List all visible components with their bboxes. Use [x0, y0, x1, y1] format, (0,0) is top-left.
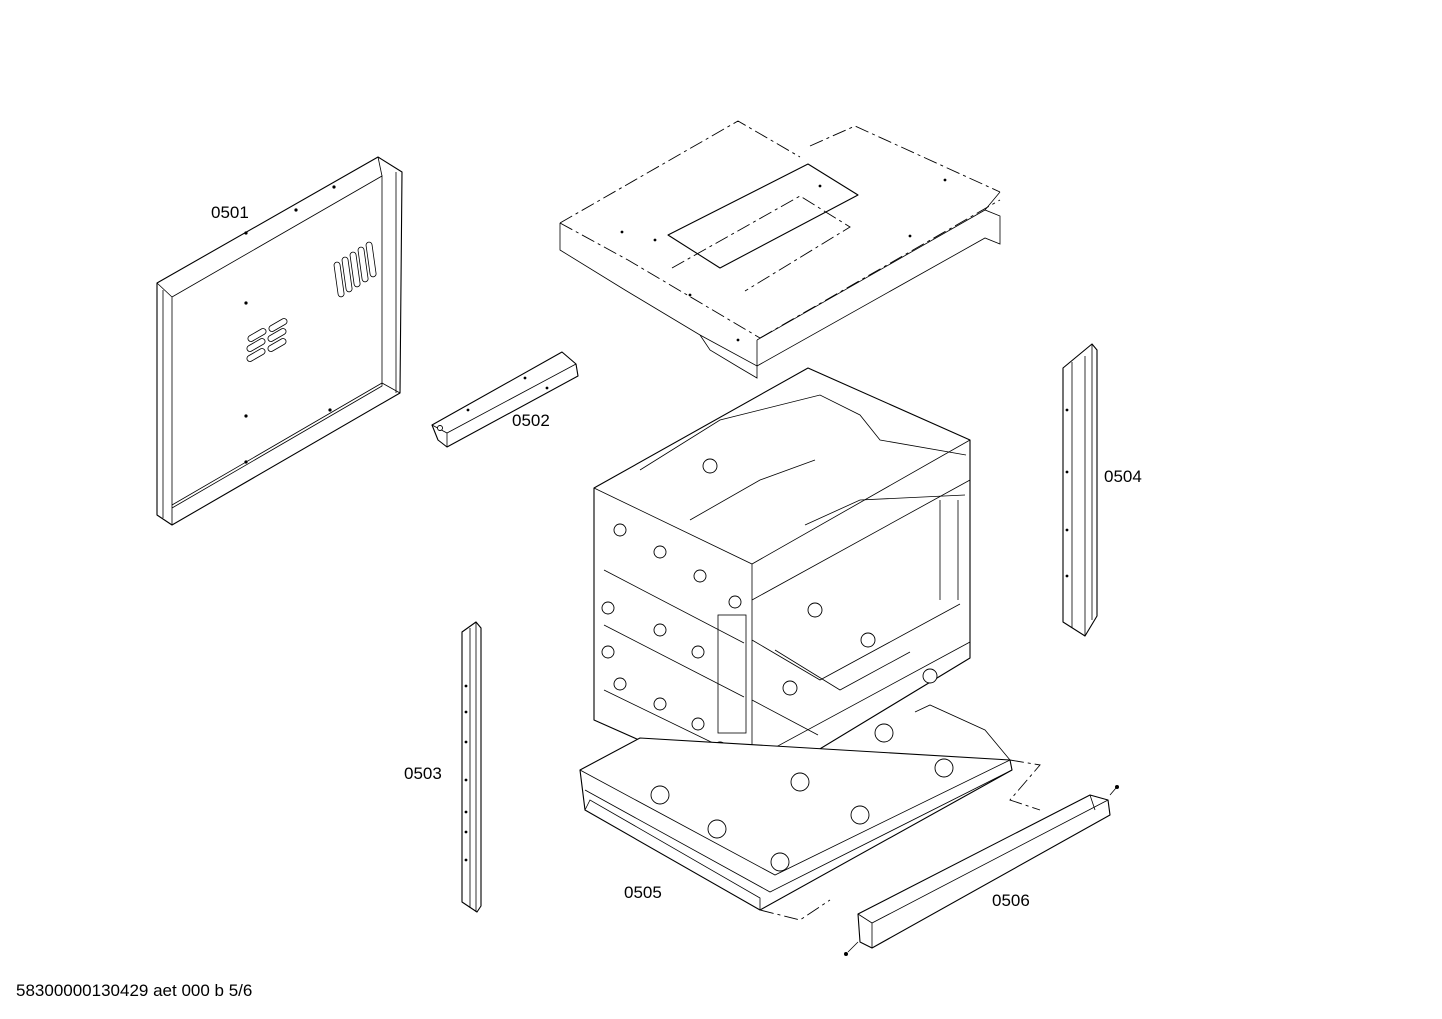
part-label-0502: 0502: [512, 411, 550, 430]
part-0505-bottom-tray: [579, 704, 1041, 921]
drawing-number-footer: 58300000130429 aet 000 b 5/6: [16, 981, 253, 1000]
part-label-0504: 0504: [1104, 467, 1142, 486]
part-label-0505: 0505: [624, 883, 662, 902]
part-label-0501: 0501: [211, 203, 249, 222]
oven-cavity: [593, 367, 971, 791]
part-0501-back-panel: [156, 156, 403, 526]
part-label-0506: 0506: [992, 891, 1030, 910]
part-0506-front-rail: [844, 785, 1119, 956]
part-label-0503: 0503: [404, 764, 442, 783]
top-cover: [559, 120, 1001, 379]
part-0502-bracket: [431, 351, 579, 448]
part-0503-left-rail: [461, 621, 482, 913]
part-0504-right-rail: [1062, 343, 1098, 637]
